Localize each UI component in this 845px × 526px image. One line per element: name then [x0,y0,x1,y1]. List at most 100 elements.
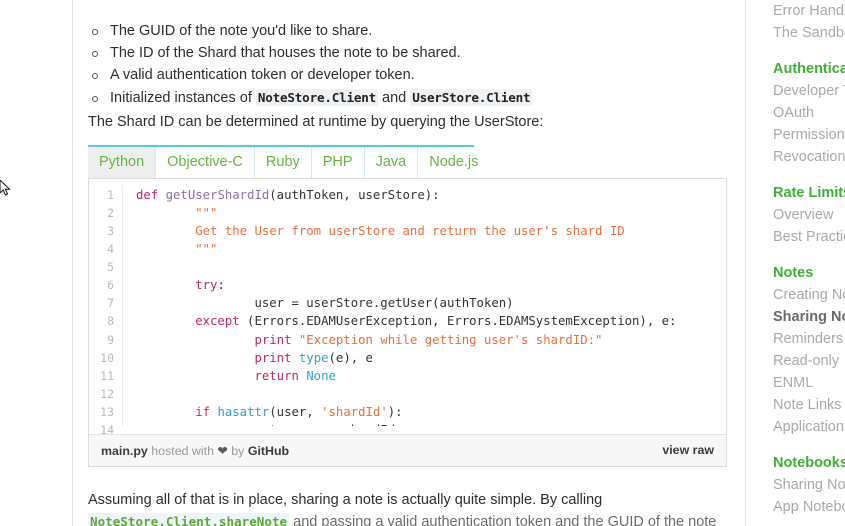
sidebar-item-enml[interactable]: ENML [773,375,814,391]
code-lines[interactable]: def getUserShardId(authToken, userStore)… [123,185,726,426]
sidebar-item-best-practices[interactable]: Best Practices [773,229,845,245]
code-line: print "Exception while getting user's sh… [136,331,726,349]
tab-php[interactable]: PHP [311,146,365,178]
code-token: Get the User from userStore and return t… [136,224,625,238]
code-token: except [136,314,240,329]
code-line: except (Errors.EDAMUserException, Errors… [136,312,726,330]
sidebar-group-spacer [773,44,845,58]
sidebar-item-notebooks[interactable]: Notebooks [773,455,845,471]
code-token: """ [136,242,218,257]
sidebar-item-read-only[interactable]: Read-only [773,353,840,369]
code-token: """ [136,205,218,220]
sidebar-item-notes[interactable]: Notes [773,265,814,281]
line-number: 8 [107,314,114,329]
main-content: The GUID of the note you'd like to share… [88,0,736,526]
sidebar-item-sharing-notebooks[interactable]: Sharing Notebooks [773,477,845,493]
line-number: 1 [107,187,114,202]
code-token: if [136,404,211,419]
code-line: return None [136,367,726,385]
code-line: print type(e), e [136,349,726,367]
sidebar-item-application-data[interactable]: Application Data [773,419,845,435]
code-token: return [136,423,298,426]
trailing-line-2: and passing a valid authentication token… [293,513,717,526]
view-raw-link[interactable]: view raw [662,443,714,458]
line-number: 14 [100,423,114,434]
sidebar-item-permissions[interactable]: Permissions [773,127,845,143]
tab-java[interactable]: Java [364,146,419,178]
sidebar-item-authentication[interactable]: Authentication [773,61,845,77]
mouse-cursor-icon [0,180,11,196]
list-item-text: Initialized instances of [110,89,256,106]
code-token: print [136,350,292,365]
code-line: return user.shardId [136,421,726,426]
line-number: 6 [107,278,114,293]
code-token: (e), e [328,350,373,365]
code-footer-credit: main.py hosted with ❤ by GitHub [101,443,289,458]
line-number: 4 [107,242,114,257]
tab-ruby[interactable]: Ruby [254,146,312,178]
list-item: Initialized instances of NoteStore.Clien… [88,87,736,109]
share-note-code-link[interactable]: NoteStore.Client.shareNote [88,512,290,526]
list-item-text: The ID of the Shard that houses the note… [110,45,461,62]
list-item-text-mid: and [378,89,411,106]
code-token [291,333,298,347]
code-filename: main.py [101,443,148,458]
code-line [136,385,726,403]
sidebar-item-reminders[interactable]: Reminders [773,331,844,347]
code-token: (authToken, userStore): [269,187,440,202]
inline-code: UserStore.Client [410,88,533,106]
code-token: 'shardId' [321,404,388,419]
code-token: def [136,187,159,202]
code-footer: main.py hosted with ❤ by GitHub view raw [89,433,726,466]
sidebar-item-oauth[interactable]: OAuth [773,105,815,121]
list-item: The ID of the Shard that houses the note… [88,42,736,64]
sidebar-item-error-handling[interactable]: Error Handling [773,3,845,19]
right-sidebar-nav[interactable]: Error HandlingThe SandboxAuthenticationD… [773,0,845,526]
tab-python[interactable]: Python [88,146,157,178]
left-column-divider [72,0,73,526]
code-token: (Errors.EDAMUserException, Errors.EDAMSy… [239,314,677,329]
list-item-text: A valid authentication token or develope… [110,67,415,84]
code-token: ): [387,404,403,419]
list-item: A valid authentication token or develope… [88,64,736,86]
line-number: 2 [107,205,114,220]
code-line: def getUserShardId(authToken, userStore)… [136,186,726,204]
code-token: getUserShardId [165,187,270,202]
code-line: user = userStore.getUser(authToken) [136,294,726,312]
code-line: if hasattr(user, 'shardId'): [136,403,726,421]
sidebar-item-app-notebooks[interactable]: App Notebooks [773,499,845,515]
code-token: user.shardId [299,423,395,426]
code-token: return [136,368,299,383]
requirements-list: The GUID of the note you'd like to share… [88,0,736,109]
sidebar-item-overview[interactable]: Overview [773,207,834,223]
sidebar-group-spacer [773,438,845,452]
line-number: 11 [100,368,114,383]
code-line: """ [136,240,726,258]
line-number: 12 [100,386,114,401]
sidebar-item-creating-notes[interactable]: Creating Notes [773,287,845,303]
sidebar-item-developer-tokens[interactable]: Developer Tokens [773,83,845,99]
tab-objective-c[interactable]: Objective-C [156,146,255,178]
sidebar-group-spacer [773,248,845,262]
code-token: "Exception while getting user's shardID:… [298,332,603,347]
code-token: user = userStore.getUser(authToken) [136,296,514,311]
sidebar-item-revocation[interactable]: Revocation [773,149,845,165]
code-token: hasattr [217,404,270,419]
list-item-text: The GUID of the note you'd like to share… [110,23,373,39]
tab-node-js[interactable]: Node.js [418,146,490,178]
code-line: try: [136,276,726,294]
by-label: by [231,443,245,458]
line-number: 5 [107,260,114,275]
sidebar-item-rate-limits[interactable]: Rate Limits [773,185,845,201]
sidebar-item-sharing-notes[interactable]: Sharing Notes [773,309,845,325]
sidebar-group-spacer [773,168,845,182]
sidebar-item-note-links[interactable]: Note Links [773,397,842,413]
sidebar-item-the-sandbox[interactable]: The Sandbox [773,25,845,41]
code-host-name: GitHub [247,443,290,458]
trailing-paragraph: Assuming all of that is in place, sharin… [88,489,736,526]
code-token: try [136,278,218,293]
